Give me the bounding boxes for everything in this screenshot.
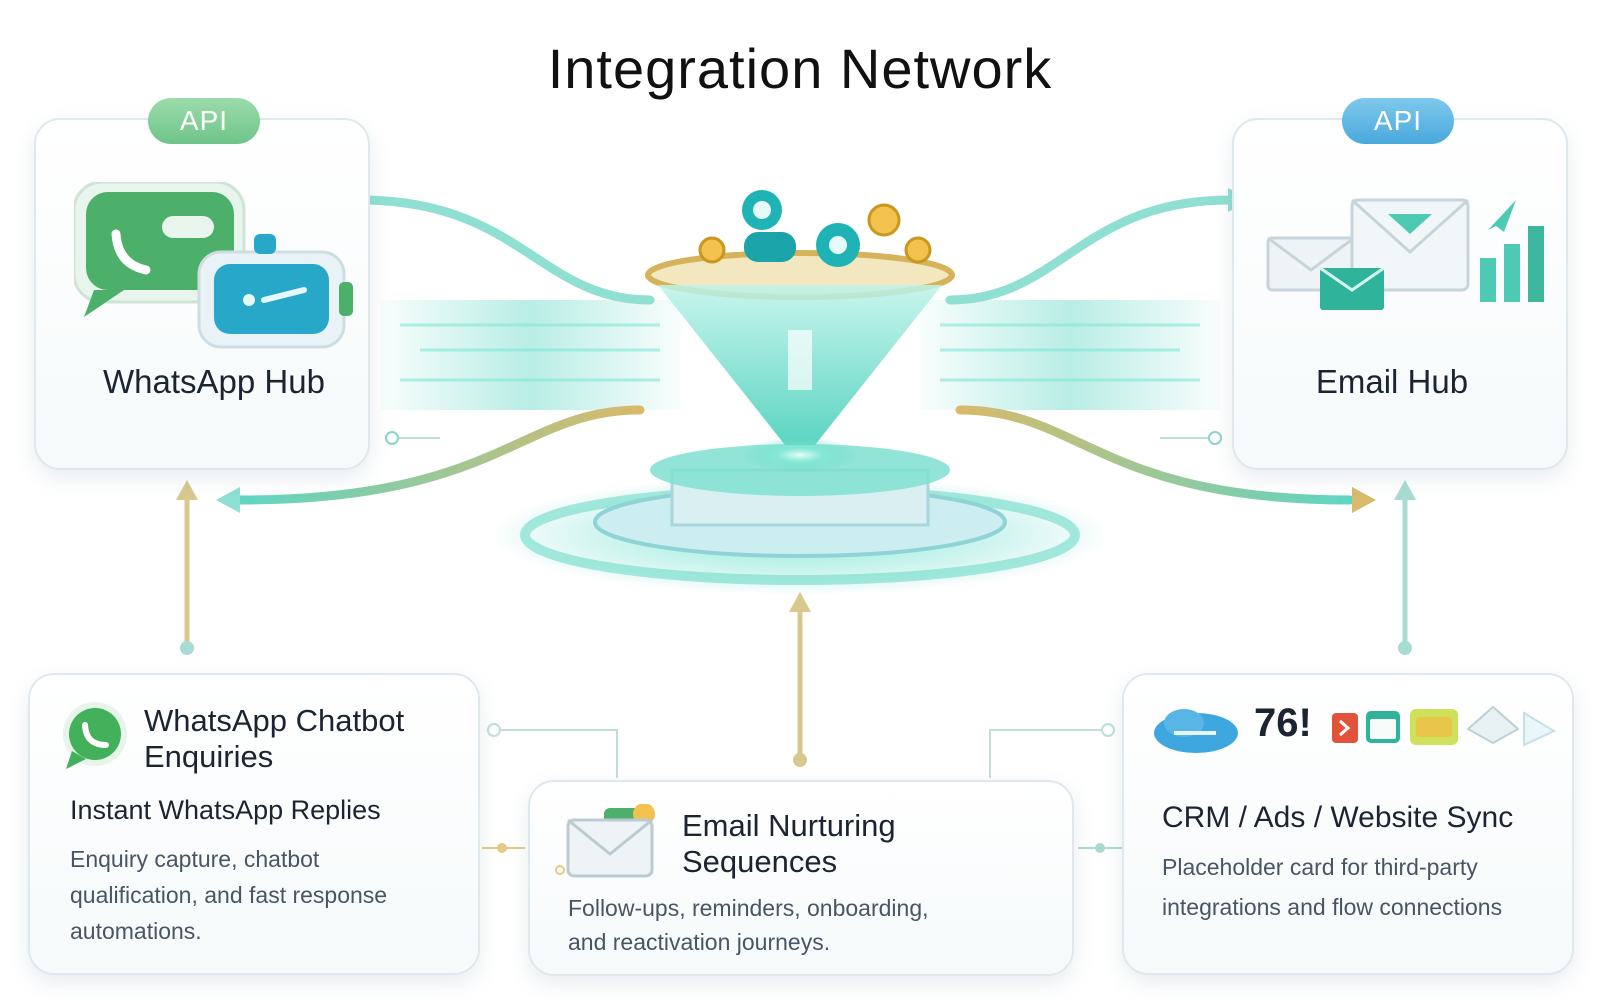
crm-badge-text: 76! [1254, 701, 1312, 745]
crm-card-desc-2: integrations and flow connections [1162, 894, 1503, 920]
email-card-title-2: Sequences [682, 844, 838, 879]
paper-plane-icon [1488, 200, 1516, 232]
email-nurturing-card[interactable]: Email Nurturing Sequences Follow-ups, re… [528, 780, 1074, 976]
crm-card-desc-1: Placeholder card for third-party [1162, 854, 1478, 880]
left-beam [380, 300, 680, 410]
chat-bubble-icon [74, 182, 353, 349]
whatsapp-card-desc-1: Enquiry capture, chatbot [70, 846, 320, 872]
coin-icon [698, 203, 932, 264]
email-api-badge: API [1342, 98, 1454, 144]
envelope-icon [1266, 198, 1544, 310]
whatsapp-card-title-2: Enquiries [144, 739, 274, 774]
arrow-to-email-hub [945, 195, 1235, 305]
envelope-icon [555, 804, 655, 878]
email-hub-card[interactable]: Email Hub [1232, 118, 1568, 470]
beam-streaks [400, 323, 1200, 382]
funnel-icon [645, 250, 955, 473]
whatsapp-card-title-1: WhatsApp Chatbot [144, 703, 405, 738]
bar-chart-icon [1480, 226, 1544, 302]
bottom-connectors [482, 723, 1125, 853]
whatsapp-card-desc-2: qualification, and fast response [70, 882, 388, 908]
whatsapp-card-desc-3: automations. [70, 918, 202, 944]
whatsapp-card-subtitle: Instant WhatsApp Replies [70, 795, 381, 825]
crm-card-title: CRM / Ads / Website Sync [1162, 801, 1514, 834]
arrow-lower-left [235, 405, 645, 505]
connector-nodes [385, 431, 1222, 445]
whatsapp-logo-icon [63, 702, 127, 769]
user-avatar-icon [742, 190, 860, 267]
right-beam [920, 300, 1220, 410]
app-tile-icon [1332, 705, 1557, 747]
email-card-desc-2: and reactivation journeys. [568, 929, 831, 955]
page-title: Integration Network [547, 37, 1053, 100]
phone-icon [111, 229, 151, 275]
email-hub-label: Email Hub [1315, 363, 1469, 400]
crm-sync-card[interactable]: 76! CRM / Ads / Website Sync Placeholder… [1122, 673, 1574, 975]
chatbot-icon [197, 234, 353, 349]
whatsapp-api-badge: API [148, 98, 260, 144]
arrowhead-lower-right [1352, 487, 1376, 513]
whatsapp-hub-label: WhatsApp Hub [103, 363, 325, 400]
whatsapp-hub-card[interactable]: WhatsApp Hub [34, 118, 370, 470]
arrowhead-lower-left [216, 487, 240, 513]
whatsapp-chatbot-card[interactable]: WhatsApp Chatbot Enquiries Instant Whats… [28, 673, 480, 975]
arrow-lower-right [955, 405, 1355, 505]
cloud-icon [1154, 709, 1238, 753]
email-card-title-1: Email Nurturing [682, 808, 896, 843]
email-card-desc-1: Follow-ups, reminders, onboarding, [568, 895, 929, 921]
arrow-to-whatsapp-hub [355, 195, 655, 305]
